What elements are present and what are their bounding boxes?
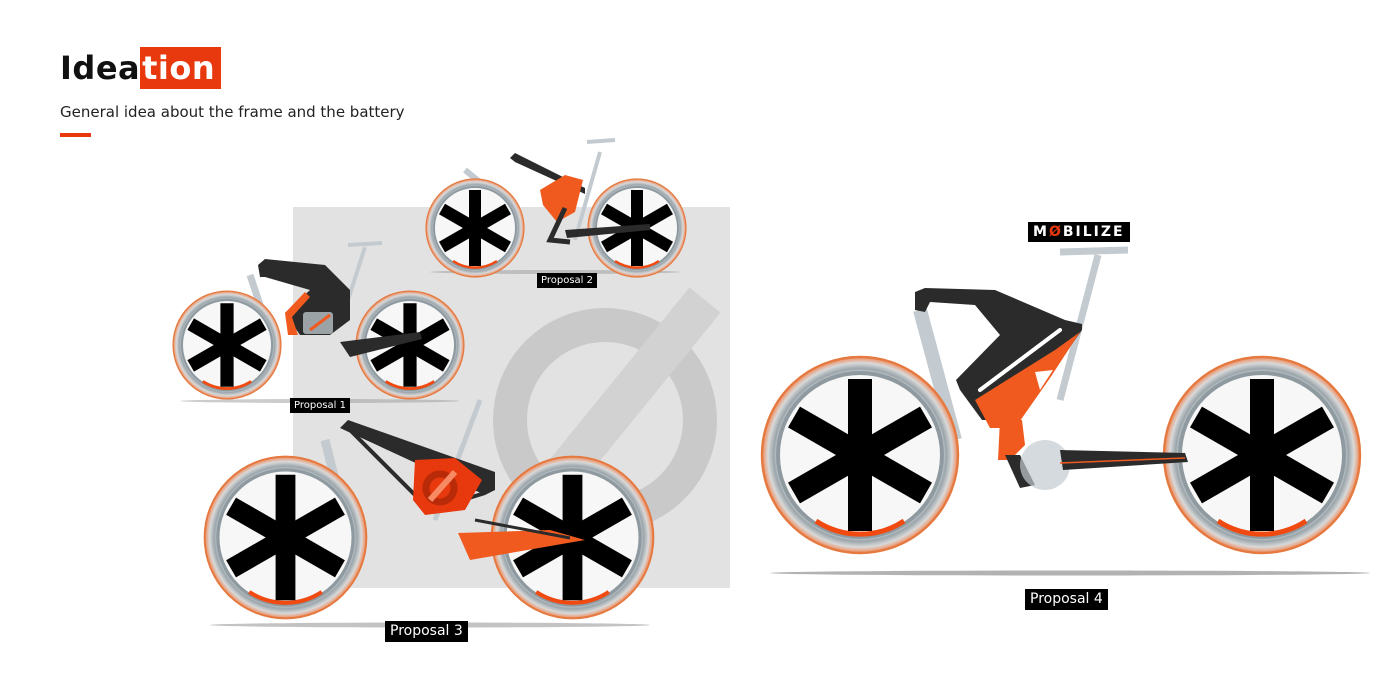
bike-illustration-2 bbox=[425, 138, 695, 280]
proposal-1-label: Proposal 1 bbox=[290, 398, 350, 413]
page-subtitle: General idea about the frame and the bat… bbox=[60, 103, 405, 121]
proposal-2-label: Proposal 2 bbox=[537, 273, 597, 288]
proposal-4-label: Proposal 4 bbox=[1025, 589, 1108, 610]
bike-illustration-1 bbox=[170, 241, 470, 403]
accent-divider bbox=[60, 133, 91, 137]
bike-illustration-3 bbox=[200, 399, 660, 628]
brand-logo: MØBILIZE bbox=[1028, 222, 1130, 242]
page-title: Ideation bbox=[60, 47, 222, 89]
bike-illustration-4 bbox=[760, 246, 1370, 576]
title-part-highlight: tion bbox=[140, 47, 222, 89]
brand-logo-slashed-o-icon: Ø bbox=[1048, 224, 1063, 240]
title-part-plain: Idea bbox=[60, 49, 141, 87]
proposal-3-label: Proposal 3 bbox=[385, 621, 468, 642]
